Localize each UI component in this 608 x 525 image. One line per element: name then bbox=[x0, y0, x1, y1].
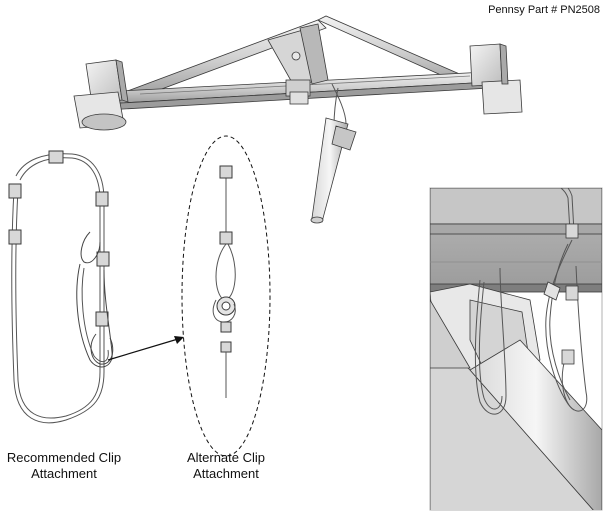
alternate-caption: Alternate Clip Attachment bbox=[170, 450, 282, 482]
alternate-caption-line2: Attachment bbox=[193, 466, 259, 481]
left-end-block bbox=[73, 59, 129, 131]
ferrule bbox=[95, 191, 109, 207]
part-number-label: Pennsy Part # PN2508 bbox=[488, 4, 600, 16]
ferrule bbox=[48, 150, 64, 164]
recommended-caption: Recommended Clip Attachment bbox=[2, 450, 126, 482]
recommended-caption-line1: Recommended Clip bbox=[6, 450, 122, 465]
ferrule bbox=[8, 229, 22, 245]
ferrule bbox=[95, 311, 109, 327]
recommended-clip-drawing bbox=[8, 150, 114, 424]
detail-view bbox=[429, 187, 603, 511]
yoke-assembly bbox=[73, 15, 523, 224]
alternate-clip-drawing bbox=[181, 135, 271, 457]
recommended-caption-line2: Attachment bbox=[31, 466, 97, 481]
ferrule bbox=[96, 251, 110, 267]
arrow-right-icon bbox=[107, 336, 184, 361]
ferrule bbox=[8, 183, 22, 199]
right-end-block bbox=[469, 43, 523, 115]
dashed-outline bbox=[181, 135, 271, 457]
alternate-caption-line1: Alternate Clip bbox=[186, 450, 266, 465]
